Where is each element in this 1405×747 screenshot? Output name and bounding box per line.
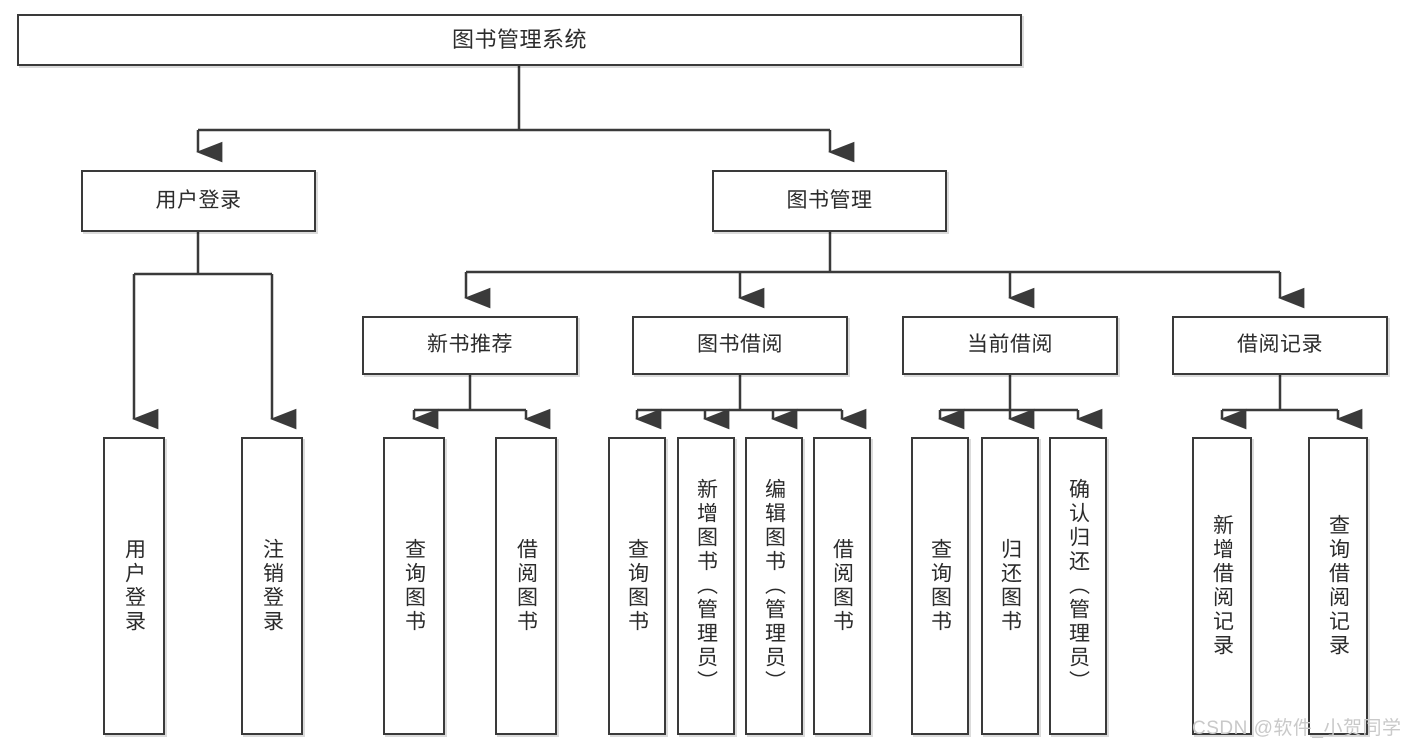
node-leaf-add-borrow-record-label: 新增借阅记录 [1210,514,1234,658]
node-current-borrow[interactable]: 当前借阅 [902,316,1118,375]
csdn-watermark: CSDN @软件_小贺同学 [1192,718,1402,739]
node-leaf-add-borrow-record[interactable]: 新增借阅记录 [1192,437,1252,735]
node-leaf-query-book-3-label: 查询图书 [928,538,952,634]
node-leaf-logout-login-label: 注销登录 [260,538,284,634]
node-leaf-return-book-label: 归还图书 [998,538,1022,634]
node-leaf-query-book-3[interactable]: 查询图书 [911,437,969,735]
node-user-login[interactable]: 用户登录 [81,170,316,232]
node-new-book-recommend[interactable]: 新书推荐 [362,316,578,375]
node-leaf-query-borrow-record[interactable]: 查询借阅记录 [1308,437,1368,735]
node-book-borrow-label: 图书借阅 [697,333,783,357]
node-root-label: 图书管理系统 [451,27,587,53]
node-leaf-confirm-return-admin[interactable]: 确认归还（管理员） [1049,437,1107,735]
node-leaf-borrow-book-2[interactable]: 借阅图书 [813,437,871,735]
node-current-borrow-label: 当前借阅 [967,333,1053,357]
node-leaf-borrow-book-1-label: 借阅图书 [514,538,538,634]
node-leaf-query-book-1-label: 查询图书 [402,538,426,634]
node-leaf-add-book-admin-label: 新增图书（管理员） [694,478,718,694]
node-leaf-logout-login[interactable]: 注销登录 [241,437,303,735]
node-leaf-borrow-book-2-label: 借阅图书 [830,538,854,634]
node-borrow-record[interactable]: 借阅记录 [1172,316,1388,375]
node-leaf-user-login[interactable]: 用户登录 [103,437,165,735]
node-borrow-record-label: 借阅记录 [1237,333,1323,357]
node-leaf-borrow-book-1[interactable]: 借阅图书 [495,437,557,735]
node-leaf-edit-book-admin[interactable]: 编辑图书（管理员） [745,437,803,735]
node-leaf-add-book-admin[interactable]: 新增图书（管理员） [677,437,735,735]
node-root[interactable]: 图书管理系统 [17,14,1022,66]
node-leaf-query-book-2[interactable]: 查询图书 [608,437,666,735]
node-leaf-user-login-label: 用户登录 [122,538,146,634]
node-leaf-return-book[interactable]: 归还图书 [981,437,1039,735]
node-book-management-label: 图书管理 [786,188,873,212]
node-leaf-query-book-2-label: 查询图书 [625,538,649,634]
node-leaf-edit-book-admin-label: 编辑图书（管理员） [762,478,786,694]
node-leaf-confirm-return-admin-label: 确认归还（管理员） [1066,478,1090,694]
node-leaf-query-book-1[interactable]: 查询图书 [383,437,445,735]
node-user-login-label: 用户登录 [155,188,242,212]
node-book-borrow[interactable]: 图书借阅 [632,316,848,375]
node-new-book-recommend-label: 新书推荐 [427,333,513,357]
node-leaf-query-borrow-record-label: 查询借阅记录 [1326,514,1350,658]
node-book-management[interactable]: 图书管理 [712,170,947,232]
